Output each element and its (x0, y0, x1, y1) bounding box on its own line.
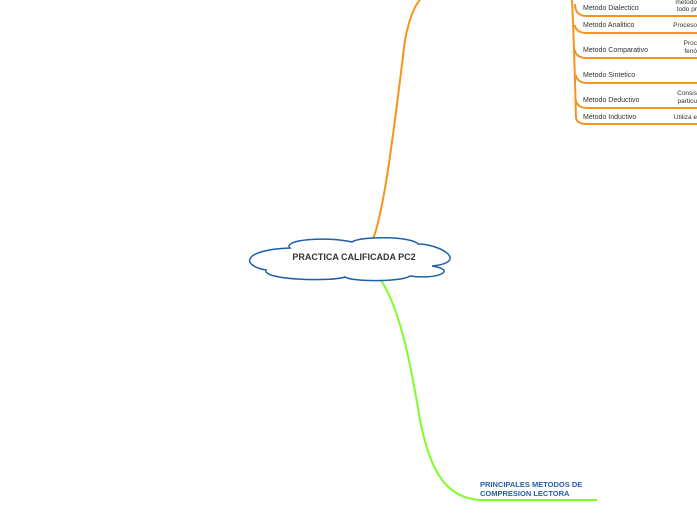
branch-title-comprension-lectora[interactable]: PRINCIPALES METODOS DE COMPRESION LECTOR… (480, 480, 583, 498)
method-deductivo-desc-line-2: particu (677, 98, 697, 105)
central-topic-cloud (248, 236, 451, 282)
method-inductivo-desc-line-1: Utiliza e (673, 114, 697, 121)
orange-branch-line (371, 0, 421, 243)
central-topic-label[interactable]: PRACTICA CALIFICADA PC2 (292, 252, 416, 262)
method-dialectico-label[interactable]: Metodo Dialectico (583, 5, 639, 12)
method-comparativo-desc-line-2: fenó (684, 48, 697, 55)
method-analitico-label[interactable]: Metodo Analitico (583, 22, 635, 29)
method-deductivo-desc-line-1: Consis (677, 90, 697, 97)
method-dialectico-desc-line-2: todo pr (676, 6, 697, 13)
method-comparativo-label[interactable]: Metodo Comparativo (583, 47, 648, 54)
method-inductivo-label[interactable]: Método Inductivo (583, 114, 637, 121)
method-sintetico-label[interactable]: Metodo Sintetico (583, 72, 636, 79)
methods-connector (571, 0, 697, 125)
green-branch-line (380, 279, 597, 501)
method-deductivo-label[interactable]: Metodo Deductivo (583, 97, 640, 104)
method-analitico-desc-line-1: Proceso (673, 22, 697, 29)
method-dialectico-desc-line-1: metodo (675, 0, 697, 6)
method-comparativo-desc-line-1: Proc (683, 40, 697, 47)
